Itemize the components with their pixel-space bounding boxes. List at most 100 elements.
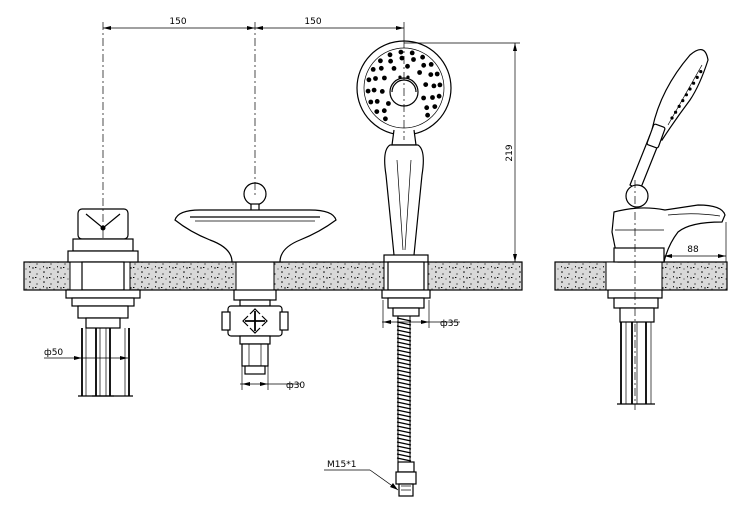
nozzle-dot <box>378 58 383 64</box>
hose-coil <box>396 317 412 322</box>
hose-coil <box>396 393 412 398</box>
hose-coil <box>396 373 412 378</box>
nozzle-dot <box>399 55 405 61</box>
nozzle-dot <box>428 62 434 67</box>
nozzle-dot <box>437 82 443 88</box>
nozzle-dot <box>379 89 385 94</box>
nozzle-dot <box>374 109 380 114</box>
hose-coil <box>396 341 412 346</box>
hose-coil <box>396 421 412 426</box>
dim-spacing-left: 150 <box>169 17 186 27</box>
nozzle-dot <box>365 88 371 94</box>
hose-coil <box>396 321 412 326</box>
nozzle-dot <box>386 101 391 106</box>
nozzle-dot <box>381 108 387 114</box>
hose-coil <box>396 433 412 438</box>
hose-coil <box>396 361 412 366</box>
nozzle-dot <box>366 77 372 83</box>
nozzle-dot <box>391 66 397 71</box>
dim-base-diameter: ф50 <box>44 348 63 358</box>
dim-spout-reach: 88 <box>687 245 699 255</box>
nozzle-dot <box>373 76 378 81</box>
nozzle-dot <box>387 52 393 58</box>
dim-hose-thread: M15*1 <box>327 460 356 470</box>
nozzle-dot <box>421 95 426 101</box>
flexible-hose <box>396 316 412 462</box>
hose-coil <box>396 425 412 430</box>
hose-coil <box>396 449 412 454</box>
nozzle-dot <box>677 104 681 108</box>
side-shower-nozzles <box>670 70 703 120</box>
centre-spout <box>174 22 337 375</box>
hose-coil <box>396 381 412 386</box>
hose-coil <box>396 401 412 406</box>
hose-coil <box>396 429 412 434</box>
hose-coil <box>396 353 412 358</box>
hose-coil <box>396 329 412 334</box>
dim-connector-diameter: ф30 <box>286 381 305 391</box>
nozzle-dot <box>371 87 377 93</box>
nozzle-dot <box>434 71 440 77</box>
hose-coil <box>396 453 412 458</box>
mixer-side-view <box>607 49 726 410</box>
nozzle-dot <box>423 82 429 87</box>
hose-coil <box>396 405 412 410</box>
nozzle-dot <box>430 95 435 100</box>
dim-hose-diameter: ф35 <box>440 319 459 329</box>
nozzle-dot <box>405 63 410 69</box>
countertop-side <box>554 261 728 291</box>
hose-coil <box>396 333 412 338</box>
hose-coil <box>396 337 412 342</box>
nozzle-dot <box>684 93 689 97</box>
hose-coil <box>396 457 412 462</box>
hose-coil <box>396 409 412 414</box>
nozzle-dot <box>436 93 442 99</box>
hose-coil <box>396 437 412 442</box>
hose-coil <box>396 389 412 394</box>
hose-coil <box>396 377 412 382</box>
hose-coil <box>396 369 412 374</box>
hose-coil <box>396 441 412 446</box>
hose-coil <box>396 349 412 354</box>
nozzle-dot <box>428 72 434 77</box>
nozzle-dot <box>388 58 393 64</box>
left-valve <box>65 22 141 397</box>
hose-coil <box>396 413 412 418</box>
nozzle-dot <box>695 75 699 79</box>
nozzle-dot <box>420 54 425 60</box>
nozzle-dot <box>383 116 388 122</box>
nozzle-dot <box>409 50 415 56</box>
hose-coil <box>396 345 412 350</box>
dim-spacing-right: 150 <box>304 17 321 27</box>
nozzle-dot <box>424 105 430 111</box>
hose-coil <box>396 365 412 370</box>
hand-shower-front <box>356 40 452 497</box>
nozzle-dot <box>411 57 416 62</box>
nozzle-dot <box>421 62 427 68</box>
nozzle-dot <box>688 87 692 91</box>
nozzle-dot <box>417 70 422 75</box>
hose-coil <box>396 325 412 330</box>
nozzle-dot <box>370 67 376 72</box>
dim-handshower-height: 219 <box>505 144 515 161</box>
nozzle-dot <box>432 104 438 109</box>
nozzle-dot <box>378 65 384 71</box>
nozzle-dot <box>398 49 404 55</box>
nozzle-dot <box>699 70 703 74</box>
hose-coil <box>396 357 412 362</box>
nozzle-dot <box>674 110 678 114</box>
nozzle-dot <box>368 99 374 105</box>
hose-coil <box>396 397 412 402</box>
nozzle-dot <box>670 116 674 120</box>
hose-coil <box>396 417 412 422</box>
hose-coil <box>396 385 412 390</box>
nozzle-dot <box>425 112 430 118</box>
nozzle-dot <box>382 75 387 81</box>
nozzle-dot <box>692 81 696 85</box>
hose-coil <box>396 445 412 450</box>
nozzle-dot <box>681 99 685 103</box>
nozzle-dot <box>374 99 380 104</box>
dimension-lines <box>44 22 727 491</box>
nozzle-dot <box>431 83 437 89</box>
